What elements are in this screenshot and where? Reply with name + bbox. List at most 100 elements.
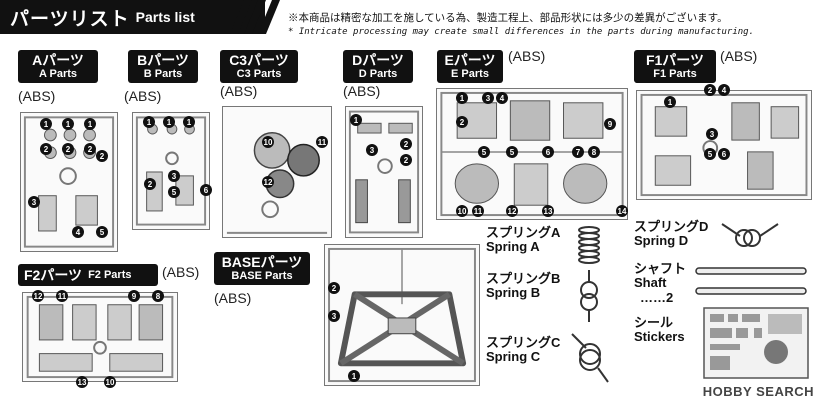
callout: 1 xyxy=(143,116,155,128)
spring-a-icon xyxy=(578,226,600,264)
callout: 12 xyxy=(506,205,518,217)
material-a: (ABS) xyxy=(18,88,56,104)
callout: 2 xyxy=(144,178,156,190)
callout: 3 xyxy=(366,144,378,156)
callout: 2 xyxy=(40,143,52,155)
runner-e-drawing xyxy=(440,91,624,217)
runner-base xyxy=(324,244,480,386)
callout: 8 xyxy=(152,290,164,302)
callout: 3 xyxy=(706,128,718,140)
parts-list-header: パーツリスト Parts list xyxy=(0,0,265,34)
material-base: (ABS) xyxy=(214,290,252,306)
notice-jp: ※本商品は精密な加工を施している為、製造工程上、部品形状には多少の差異がございま… xyxy=(288,12,728,24)
spring-c-icon xyxy=(571,333,609,383)
runner-d xyxy=(345,106,423,238)
callout: 4 xyxy=(718,84,730,96)
callout: 3 xyxy=(168,170,180,182)
header-stripes-decoration xyxy=(230,0,280,34)
notice-en: * Intricate processing may create small … xyxy=(288,27,754,37)
runner-f1-drawing xyxy=(640,93,808,197)
callout: 5 xyxy=(96,226,108,238)
callout: 5 xyxy=(478,146,490,158)
material-f1: (ABS) xyxy=(720,48,758,64)
callout: 13 xyxy=(76,376,88,388)
callout: 1 xyxy=(348,370,360,382)
spring-d-icon xyxy=(721,223,779,247)
callout: 6 xyxy=(542,146,554,158)
material-b: (ABS) xyxy=(124,88,162,104)
callout: 2 xyxy=(96,150,108,162)
callout: 12 xyxy=(32,290,44,302)
material-c3: (ABS) xyxy=(220,83,258,99)
material-f2: (ABS) xyxy=(162,264,200,280)
callout: 8 xyxy=(588,146,600,158)
callout: 3 xyxy=(328,310,340,322)
callout: 3 xyxy=(482,92,494,104)
callout: 1 xyxy=(163,116,175,128)
callout: 1 xyxy=(350,114,362,126)
callout: 11 xyxy=(472,205,484,217)
callout: 1 xyxy=(456,92,468,104)
material-d: (ABS) xyxy=(343,83,381,99)
callout: 5 xyxy=(506,146,518,158)
callout: 11 xyxy=(56,290,68,302)
runner-c3 xyxy=(222,106,332,238)
callout: 10 xyxy=(104,376,116,388)
runner-c3-drawing xyxy=(226,131,328,234)
callout: 11 xyxy=(316,136,328,148)
callout: 9 xyxy=(604,118,616,130)
callout: 13 xyxy=(542,205,554,217)
spring-b-icon xyxy=(580,270,598,322)
runner-f2 xyxy=(22,292,178,382)
callout: 14 xyxy=(616,205,628,217)
callout: 2 xyxy=(328,282,340,294)
callout: 2 xyxy=(400,138,412,150)
callout: 6 xyxy=(200,184,212,196)
header-title-en: Parts list xyxy=(135,9,195,25)
callout: 4 xyxy=(496,92,508,104)
callout: 2 xyxy=(84,143,96,155)
header-title-jp: パーツリスト xyxy=(10,8,130,30)
callout: 9 xyxy=(128,290,140,302)
callout: 1 xyxy=(664,96,676,108)
callout: 3 xyxy=(28,196,40,208)
runner-base-drawing xyxy=(328,247,476,383)
callout: 1 xyxy=(183,116,195,128)
callout: 1 xyxy=(40,118,52,130)
sticker-sheet-icon xyxy=(703,307,809,379)
callout: 5 xyxy=(704,148,716,160)
callout: 2 xyxy=(62,143,74,155)
callout: 2 xyxy=(456,116,468,128)
shaft-icon xyxy=(695,267,807,295)
callout: 12 xyxy=(262,176,274,188)
callout: 4 xyxy=(72,226,84,238)
callout: 5 xyxy=(168,186,180,198)
callout: 7 xyxy=(572,146,584,158)
runner-f2-drawing xyxy=(26,295,174,379)
callout: 6 xyxy=(718,148,730,160)
hobby-search-watermark: HOBBY SEARCH xyxy=(702,384,814,399)
runner-d-drawing xyxy=(348,110,420,234)
callout: 2 xyxy=(704,84,716,96)
callout: 2 xyxy=(400,154,412,166)
callout: 1 xyxy=(62,118,74,130)
runner-f1 xyxy=(636,90,812,200)
callout: 10 xyxy=(456,205,468,217)
callout: 1 xyxy=(84,118,96,130)
material-e: (ABS) xyxy=(508,48,546,64)
callout: 10 xyxy=(262,136,274,148)
